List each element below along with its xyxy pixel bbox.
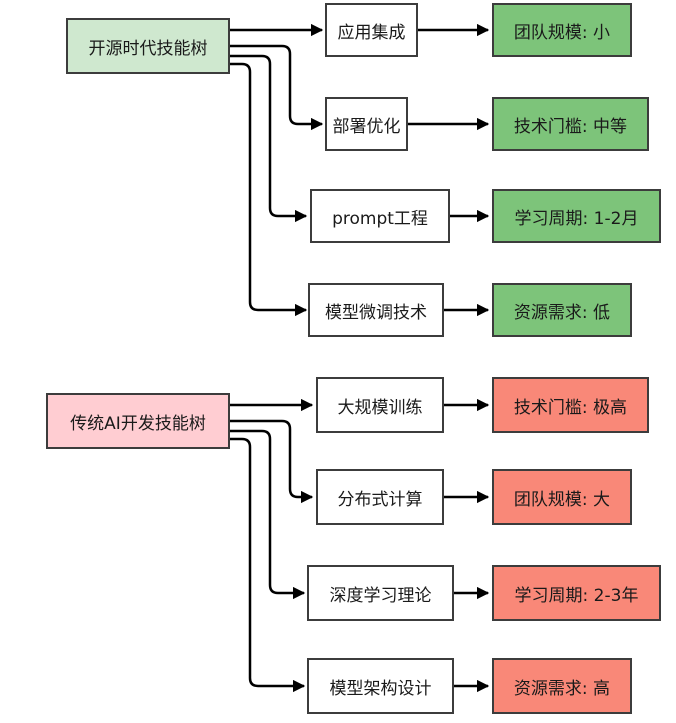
- traditional-attr-node-1: 技术门槛: 极高: [492, 377, 649, 433]
- edge-root2-skill2: [230, 419, 314, 504]
- open-source-skill-node-3: prompt工程: [310, 189, 450, 243]
- traditional-attr-node-4: 资源需求: 高: [492, 658, 632, 714]
- open-source-skill-node-1: 应用集成: [325, 3, 418, 57]
- traditional-skill-node-4: 模型架构设计: [307, 658, 454, 714]
- edge-root2-skill3: [230, 429, 306, 600]
- traditional-skill-node-1: 大规模训练: [316, 377, 444, 433]
- traditional-skill-node-2: 分布式计算: [316, 469, 444, 525]
- edge-root1-skill3: [230, 54, 308, 223]
- open-source-skill-node-2: 部署优化: [325, 97, 408, 151]
- open-source-skill-node-4: 模型微调技术: [308, 283, 444, 337]
- open-source-root-node: 开源时代技能树: [66, 18, 230, 74]
- edge-root2-skill4: [230, 437, 306, 693]
- open-source-attr-node-1: 团队规模: 小: [492, 3, 632, 57]
- open-source-attr-node-3: 学习周期: 1-2月: [492, 189, 661, 243]
- traditional-attr-node-3: 学习周期: 2-3年: [492, 565, 661, 621]
- edge-root1-skill2: [230, 44, 324, 131]
- open-source-attr-node-4: 资源需求: 低: [492, 283, 632, 337]
- traditional-root-node: 传统AI开发技能树: [46, 393, 230, 449]
- open-source-attr-node-2: 技术门槛: 中等: [492, 97, 649, 151]
- traditional-attr-node-2: 团队规模: 大: [492, 469, 632, 525]
- edge-root1-skill4: [230, 62, 308, 317]
- traditional-skill-node-3: 深度学习理论: [307, 565, 454, 621]
